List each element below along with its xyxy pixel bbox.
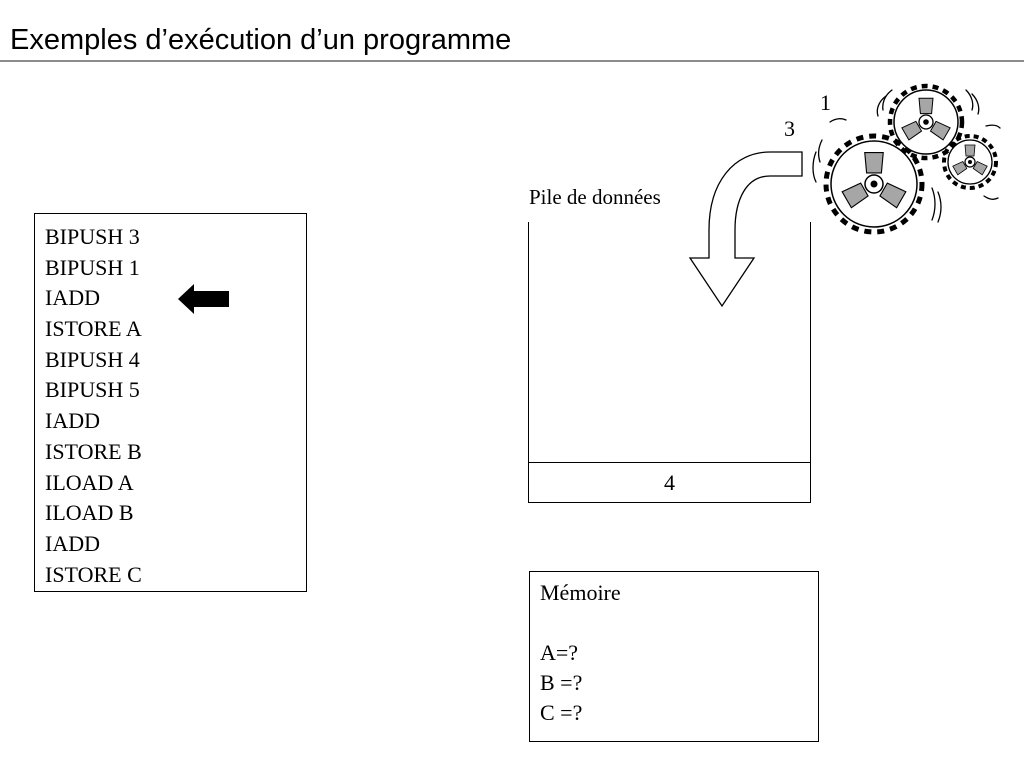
memory-entry: C =?	[540, 700, 583, 725]
instruction-item: IADD	[45, 285, 100, 311]
memory-title: Mémoire	[540, 580, 621, 605]
program-listing: BIPUSH 3 BIPUSH 1 IADD ISTORE A BIPUSH 4…	[34, 213, 307, 592]
processor-output-value: 1	[820, 90, 831, 115]
stack-cell: 4	[529, 462, 810, 502]
data-stack: 4	[528, 222, 811, 503]
processor-output-value: 3	[784, 116, 795, 141]
instruction-item: ILOAD A	[45, 469, 134, 495]
slide-title: Exemples d’exécution d’un programme	[10, 24, 512, 56]
gears-icon	[812, 83, 1001, 235]
memory-box: Mémoire A=? B =? C =?	[529, 571, 819, 742]
instruction-item: ILOAD B	[45, 500, 134, 526]
instruction-item: ISTORE A	[45, 316, 142, 342]
instruction-item: IADD	[45, 530, 100, 556]
instruction-item: IADD	[45, 408, 100, 434]
instruction-item: BIPUSH 1	[45, 254, 140, 280]
curved-arrow-icon	[688, 151, 803, 308]
title-divider	[0, 60, 1024, 62]
instruction-item: ISTORE B	[45, 438, 142, 464]
instruction-item: BIPUSH 5	[45, 377, 140, 403]
memory-entry: B =?	[540, 670, 583, 695]
instruction-list: BIPUSH 3 BIPUSH 1 IADD ISTORE A BIPUSH 4…	[45, 222, 306, 590]
instruction-item: BIPUSH 4	[45, 346, 140, 372]
memory-entry: A=?	[540, 640, 579, 665]
instruction-pointer-icon	[178, 284, 229, 314]
instruction-item: BIPUSH 3	[45, 224, 140, 249]
stack-label: Pile de données	[529, 185, 661, 209]
memory-list: A=? B =? C =?	[540, 638, 818, 728]
instruction-item: ISTORE C	[45, 561, 142, 587]
